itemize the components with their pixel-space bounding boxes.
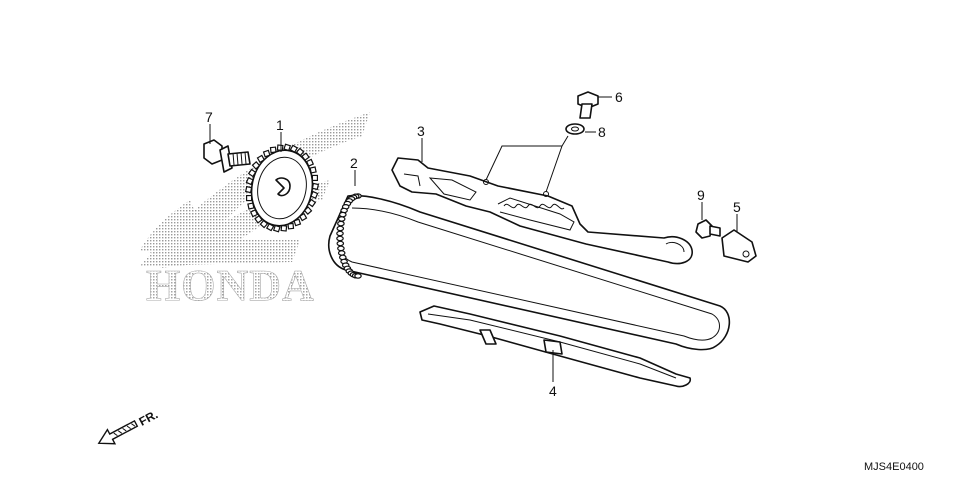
washer-8[interactable]: [565, 123, 585, 135]
callout-6: 6: [615, 89, 623, 105]
chain-link: [336, 240, 345, 247]
chain-link: [337, 220, 345, 227]
cam-sprocket-1[interactable]: [238, 138, 327, 239]
honda-wordmark: HONDA: [146, 261, 315, 310]
callout-8: 8: [598, 124, 606, 140]
sprocket-tooth: [311, 174, 319, 182]
chain-link: [336, 235, 344, 242]
chain-link: [354, 273, 362, 279]
callout-2: 2: [350, 155, 358, 171]
callout-3: 3: [417, 123, 425, 139]
callout-1: 1: [276, 117, 284, 133]
front-direction-arrow: FR.: [97, 407, 161, 445]
callout-5: 5: [733, 199, 741, 215]
chain-link: [337, 216, 346, 222]
sprocket-tooth: [245, 194, 253, 202]
leader-lines: [209, 96, 738, 382]
chain-link: [337, 245, 345, 252]
chain-link: [338, 211, 347, 218]
bolt-9[interactable]: [695, 219, 721, 239]
tensioner-arm-3[interactable]: [391, 157, 693, 265]
diagram-code: MJS4E0400: [864, 461, 924, 473]
chain-guide-4[interactable]: [419, 305, 692, 388]
sprocket-tooth: [244, 185, 253, 194]
chain-link: [337, 250, 346, 256]
callout-4: 4: [549, 383, 557, 399]
bolt-6[interactable]: [577, 91, 599, 119]
front-arrow-label: FR.: [137, 407, 161, 428]
callout-9: 9: [697, 187, 705, 203]
callout-7: 7: [205, 109, 213, 125]
callout-labels: 1 2 3 4 5 6 7 8 9: [205, 89, 741, 399]
flange-bolt-7[interactable]: [203, 139, 251, 173]
chain-link: [336, 230, 344, 237]
cam-chain-2[interactable]: [328, 193, 731, 351]
chain-link: [336, 225, 345, 232]
bracket-5[interactable]: [721, 229, 757, 263]
sprocket-tooth: [311, 182, 320, 191]
